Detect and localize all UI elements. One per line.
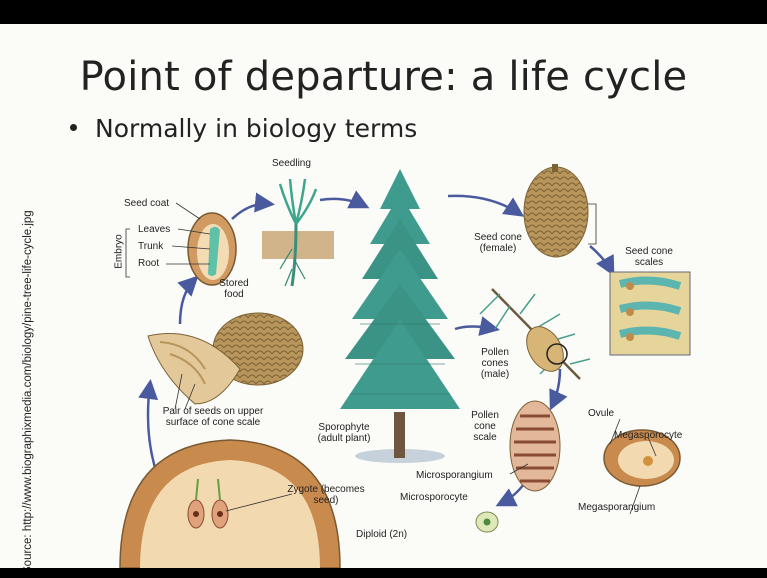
label-seed-cone-scales: Seed cone scales	[616, 246, 682, 268]
label-root: Root	[138, 258, 159, 269]
pine-life-cycle-diagram	[0, 24, 767, 568]
pine-tree-drawing	[340, 169, 460, 463]
label-seed-cone: Seed cone (female)	[468, 232, 528, 254]
slide: Point of departure: a life cycle Normall…	[0, 24, 767, 568]
label-zygote: Zygote (becomes seed)	[286, 484, 366, 506]
pinecone-with-seeds-drawing	[148, 313, 303, 404]
label-embryo: Embryo	[114, 227, 125, 277]
label-sporophyte: Sporophyte (adult plant)	[308, 422, 380, 444]
arrow-tree-to-seedcone	[448, 196, 520, 214]
microsporocyte-drawing	[476, 512, 498, 532]
label-megasporocyte: Megasporocyte	[614, 430, 682, 441]
arrow-seedling-to-tree	[320, 199, 365, 206]
seed-cone-scales-panel	[610, 272, 690, 355]
pollen-cone-scale-drawing	[510, 401, 560, 491]
arrow-pollencone-to-scale	[552, 369, 560, 406]
label-pollen-cone-scale: Pollen cone scale	[462, 410, 508, 443]
arrow-seed-to-seedling	[232, 204, 270, 219]
label-megasporangium: Megasporangium	[578, 502, 655, 513]
label-leaves: Leaves	[138, 224, 170, 235]
arrow-seedcone-to-scales	[590, 246, 612, 272]
label-seedling: Seedling	[272, 158, 311, 169]
label-stored-food: Stored food	[214, 278, 254, 300]
label-pair-of-seeds: Pair of seeds on upper surface of cone s…	[148, 406, 278, 428]
label-seed-coat: Seed coat	[124, 198, 169, 209]
arrow-tree-to-pollencone	[455, 327, 495, 330]
seed-cone-drawing	[524, 164, 588, 257]
label-microsporangium: Microsporangium	[416, 470, 493, 481]
seedling-drawing	[262, 179, 334, 286]
label-diploid: Diploid (2n)	[356, 529, 407, 540]
label-ovule: Ovule	[588, 408, 614, 419]
label-microsporocyte: Microsporocyte	[400, 492, 468, 503]
label-trunk: Trunk	[138, 241, 163, 252]
seed-cross-section	[188, 213, 236, 285]
arrow-pair-to-seed	[180, 279, 195, 324]
label-pollen-cones: Pollen cones (male)	[470, 347, 520, 380]
